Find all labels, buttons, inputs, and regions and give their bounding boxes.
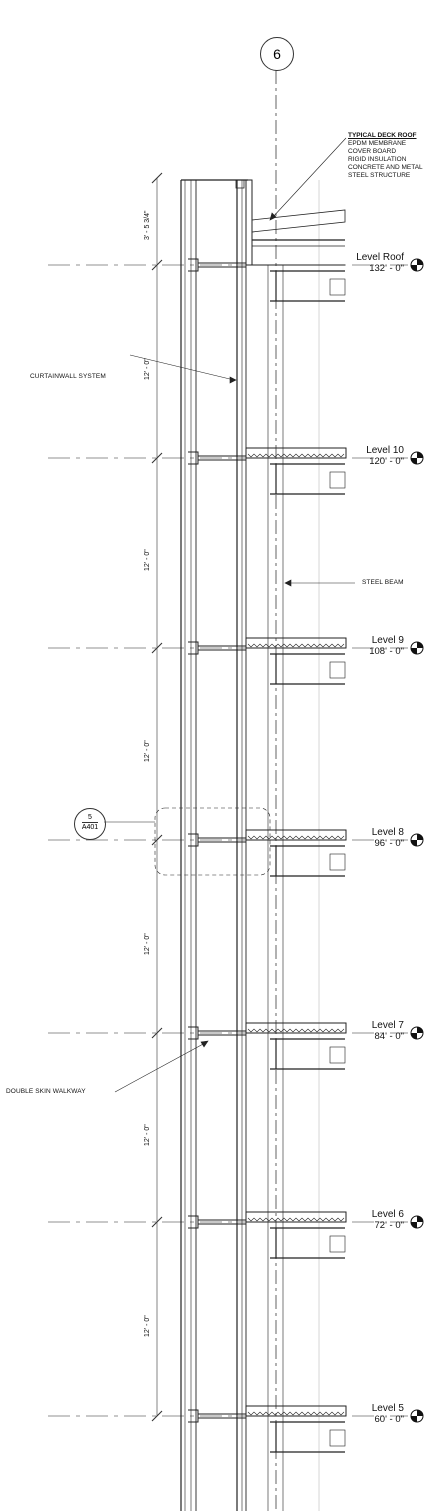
steel-beam	[270, 845, 345, 877]
level-name: Level 9	[371, 635, 404, 646]
steel-beam	[270, 1227, 345, 1259]
level-marker-icon	[410, 833, 424, 847]
beam-flange	[329, 471, 346, 489]
steel-beam	[270, 1421, 345, 1453]
steel-beam	[270, 463, 345, 495]
dimension-tick	[151, 1027, 163, 1039]
roof-note-heading: TYPICAL DECK ROOF	[348, 132, 417, 139]
roof-note-line: STEEL STRUCTURE	[348, 172, 411, 179]
level-elevation: 60' - 0"	[374, 1414, 404, 1425]
mullion-anchor	[188, 833, 246, 847]
dimension-tick	[151, 172, 163, 184]
level-name: Level 8	[371, 827, 404, 838]
metal-deck	[247, 1028, 345, 1033]
metal-deck	[247, 835, 345, 840]
dimension-text: 12' - 0"	[144, 740, 151, 762]
dimension-tick	[151, 834, 163, 846]
beam-flange	[329, 1429, 346, 1447]
roof-note-line: RIGID INSULATION	[348, 156, 407, 163]
double-skin-label: DOUBLE SKIN WALKWAY	[6, 1088, 86, 1095]
level-marker-icon	[410, 1215, 424, 1229]
dimension-text: 12' - 0"	[144, 357, 151, 380]
mullion-anchor	[188, 451, 246, 465]
dimension-text: 12' - 0"	[144, 1123, 151, 1146]
mullion-anchor	[188, 1409, 246, 1423]
level-name: Level 10	[366, 445, 404, 456]
curtainwall-label: CURTAINWALL SYSTEM	[30, 373, 106, 380]
beam-flange	[329, 1235, 346, 1253]
grid-bubble: 6	[260, 37, 294, 71]
level-name: Level 6	[371, 1209, 404, 1220]
floor-slab	[245, 447, 347, 459]
floor-slab	[245, 637, 347, 649]
metal-deck	[247, 643, 345, 648]
floor-slab	[245, 829, 347, 841]
mullion-anchor	[188, 641, 246, 655]
floor-slab	[245, 1211, 347, 1223]
level-elevation: 120' - 0"	[369, 456, 404, 467]
dimension-tick	[151, 1410, 163, 1422]
roof-note-line: COVER BOARD	[348, 148, 397, 155]
steel-beam-label: STEEL BEAM	[362, 579, 404, 586]
dimension-text: 3' - 5 3/4"	[144, 209, 151, 240]
level-name: Level 7	[371, 1020, 404, 1031]
metal-deck	[247, 1217, 345, 1222]
level-elevation: 72' - 0"	[374, 1220, 404, 1231]
mullion-anchor	[188, 1026, 246, 1040]
level-name: Level 5	[371, 1403, 404, 1414]
level-marker-icon	[410, 1409, 424, 1423]
roof-note: TYPICAL DECK ROOF EPDM MEMBRANE COVER BO…	[348, 132, 423, 180]
dimension-text: 12' - 0"	[144, 549, 151, 571]
beam-flange	[329, 853, 346, 871]
section-callout-box	[154, 807, 271, 876]
dimension-tick	[151, 259, 163, 271]
level-elevation: 132' - 0"	[369, 263, 404, 274]
dimension-tick	[151, 452, 163, 464]
level-elevation: 96' - 0"	[374, 838, 404, 849]
steel-beam	[270, 270, 345, 302]
dimension-tick	[151, 1216, 163, 1228]
level-marker-icon	[410, 641, 424, 655]
steel-beam	[270, 653, 345, 685]
roof-note-line: EPDM MEMBRANE	[348, 140, 407, 147]
metal-deck	[247, 453, 345, 458]
metal-deck	[247, 1411, 345, 1416]
mullion-anchor	[188, 258, 246, 272]
floor-slab	[245, 1405, 347, 1417]
section-ref-sheet: A401	[81, 824, 99, 831]
dimension-tick	[151, 642, 163, 654]
curtainwall-leader	[129, 354, 235, 381]
level-elevation: 84' - 0"	[374, 1031, 404, 1042]
roof-note-leader	[271, 137, 347, 219]
level-name: Level Roof	[356, 252, 404, 263]
level-elevation: 108' - 0"	[369, 646, 404, 657]
level-marker-icon	[410, 1026, 424, 1040]
steel-beam	[270, 1038, 345, 1070]
level-marker-icon	[410, 451, 424, 465]
beam-flange	[329, 278, 346, 296]
double-skin-leader	[114, 1042, 206, 1093]
dimension-text: 12' - 0"	[144, 932, 151, 955]
beam-flange	[329, 661, 346, 679]
beam-flange	[329, 1046, 346, 1064]
dimension-text: 12' - 0"	[144, 1315, 151, 1337]
section-ref-bubble: 5 A401	[74, 808, 106, 840]
level-marker-icon	[410, 258, 424, 272]
mullion-anchor	[188, 1215, 246, 1229]
roof-note-line: CONCRETE AND METAL	[348, 164, 423, 171]
floor-slab	[245, 1022, 347, 1034]
grid-label: 6	[273, 46, 281, 62]
section-ref-number: 5	[82, 813, 98, 823]
